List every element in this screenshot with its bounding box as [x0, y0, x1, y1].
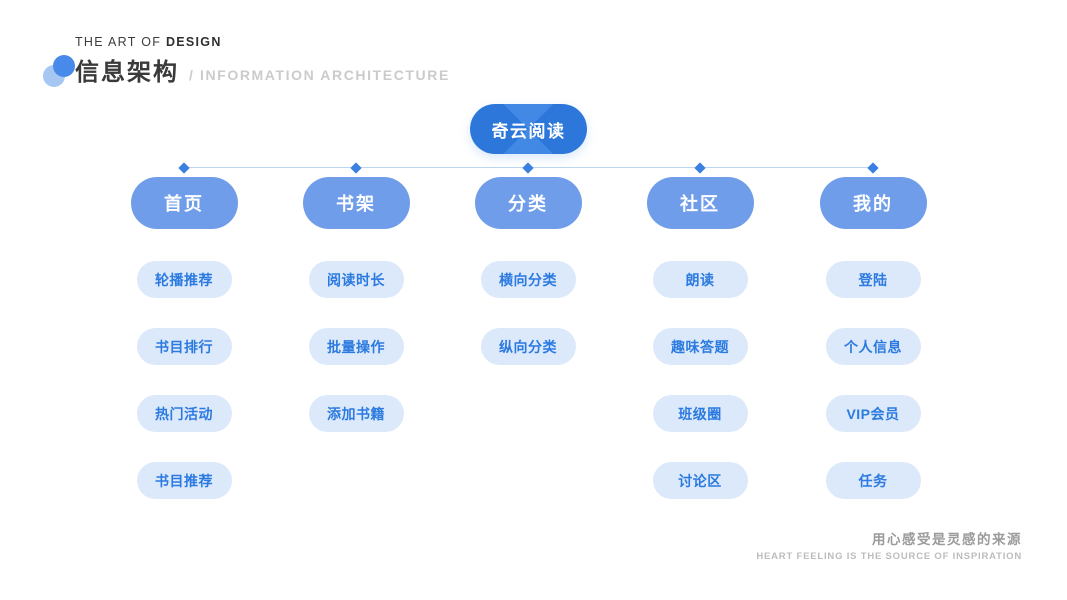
leaf-node: 热门活动	[136, 395, 232, 432]
category-node-community: 社区	[646, 177, 754, 229]
leaf-node: 趣味答题	[652, 328, 748, 365]
leaf-node: 阅读时长	[308, 261, 404, 298]
leaf-node: 朗读	[652, 261, 748, 298]
connector-diamond	[350, 162, 362, 174]
page-subtitle: / INFORMATION ARCHITECTURE	[189, 67, 450, 83]
children-mine: 登陆 个人信息 VIP会员 任务	[825, 261, 921, 499]
logo-dot-dark	[53, 55, 75, 77]
tree-column-community: 社区 朗读 趣味答题 班级圈 讨论区	[640, 177, 760, 499]
connector-diamond	[694, 162, 706, 174]
children-bookshelf: 阅读时长 批量操作 添加书籍	[308, 261, 404, 432]
leaf-node: 添加书籍	[308, 395, 404, 432]
kicker-bold: DESIGN	[165, 35, 222, 49]
category-node-bookshelf: 书架	[302, 177, 410, 229]
connector-diamond	[522, 162, 534, 174]
logo-dots-icon	[42, 55, 75, 87]
leaf-node: 任务	[825, 462, 921, 499]
leaf-node: 轮播推荐	[136, 261, 232, 298]
leaf-node: 个人信息	[825, 328, 921, 365]
category-node-categories: 分类	[474, 177, 582, 229]
footer: 用心感受是灵感的来源 HEART FEELING IS THE SOURCE O…	[756, 528, 1022, 562]
tree-column-home: 首页 轮播推荐 书目排行 热门活动 书目推荐	[124, 177, 244, 499]
root-node-app: 奇云阅读	[470, 104, 587, 154]
tree-column-mine: 我的 登陆 个人信息 VIP会员 任务	[813, 177, 933, 499]
category-node-mine: 我的	[819, 177, 927, 229]
footer-slogan-en: HEART FEELING IS THE SOURCE OF INSPIRATI…	[756, 551, 1022, 562]
leaf-node: 书目排行	[136, 328, 232, 365]
leaf-node: 班级圈	[652, 395, 748, 432]
children-community: 朗读 趣味答题 班级圈 讨论区	[652, 261, 748, 499]
footer-slogan-cn: 用心感受是灵感的来源	[872, 532, 1022, 547]
children-home: 轮播推荐 书目排行 热门活动 书目推荐	[136, 261, 232, 499]
connector-diamond	[867, 162, 879, 174]
header-titles: 信息架构 / INFORMATION ARCHITECTURE	[75, 52, 450, 87]
leaf-node: 批量操作	[308, 328, 404, 365]
leaf-node: 书目推荐	[136, 462, 232, 499]
leaf-node: 登陆	[825, 261, 921, 298]
children-categories: 横向分类 纵向分类	[480, 261, 576, 365]
kicker-light: THE ART OF	[75, 35, 166, 49]
page-title: 信息架构	[75, 59, 179, 86]
leaf-node: VIP会员	[825, 395, 921, 432]
tree-column-bookshelf: 书架 阅读时长 批量操作 添加书籍	[296, 177, 416, 432]
leaf-node: 横向分类	[480, 261, 576, 298]
leaf-node: 纵向分类	[480, 328, 576, 365]
category-node-home: 首页	[130, 177, 238, 229]
header-kicker: THE ART OF DESIGN	[75, 35, 222, 49]
leaf-node: 讨论区	[652, 462, 748, 499]
connector-diamond	[178, 162, 190, 174]
tree-column-categories: 分类 横向分类 纵向分类	[468, 177, 588, 365]
